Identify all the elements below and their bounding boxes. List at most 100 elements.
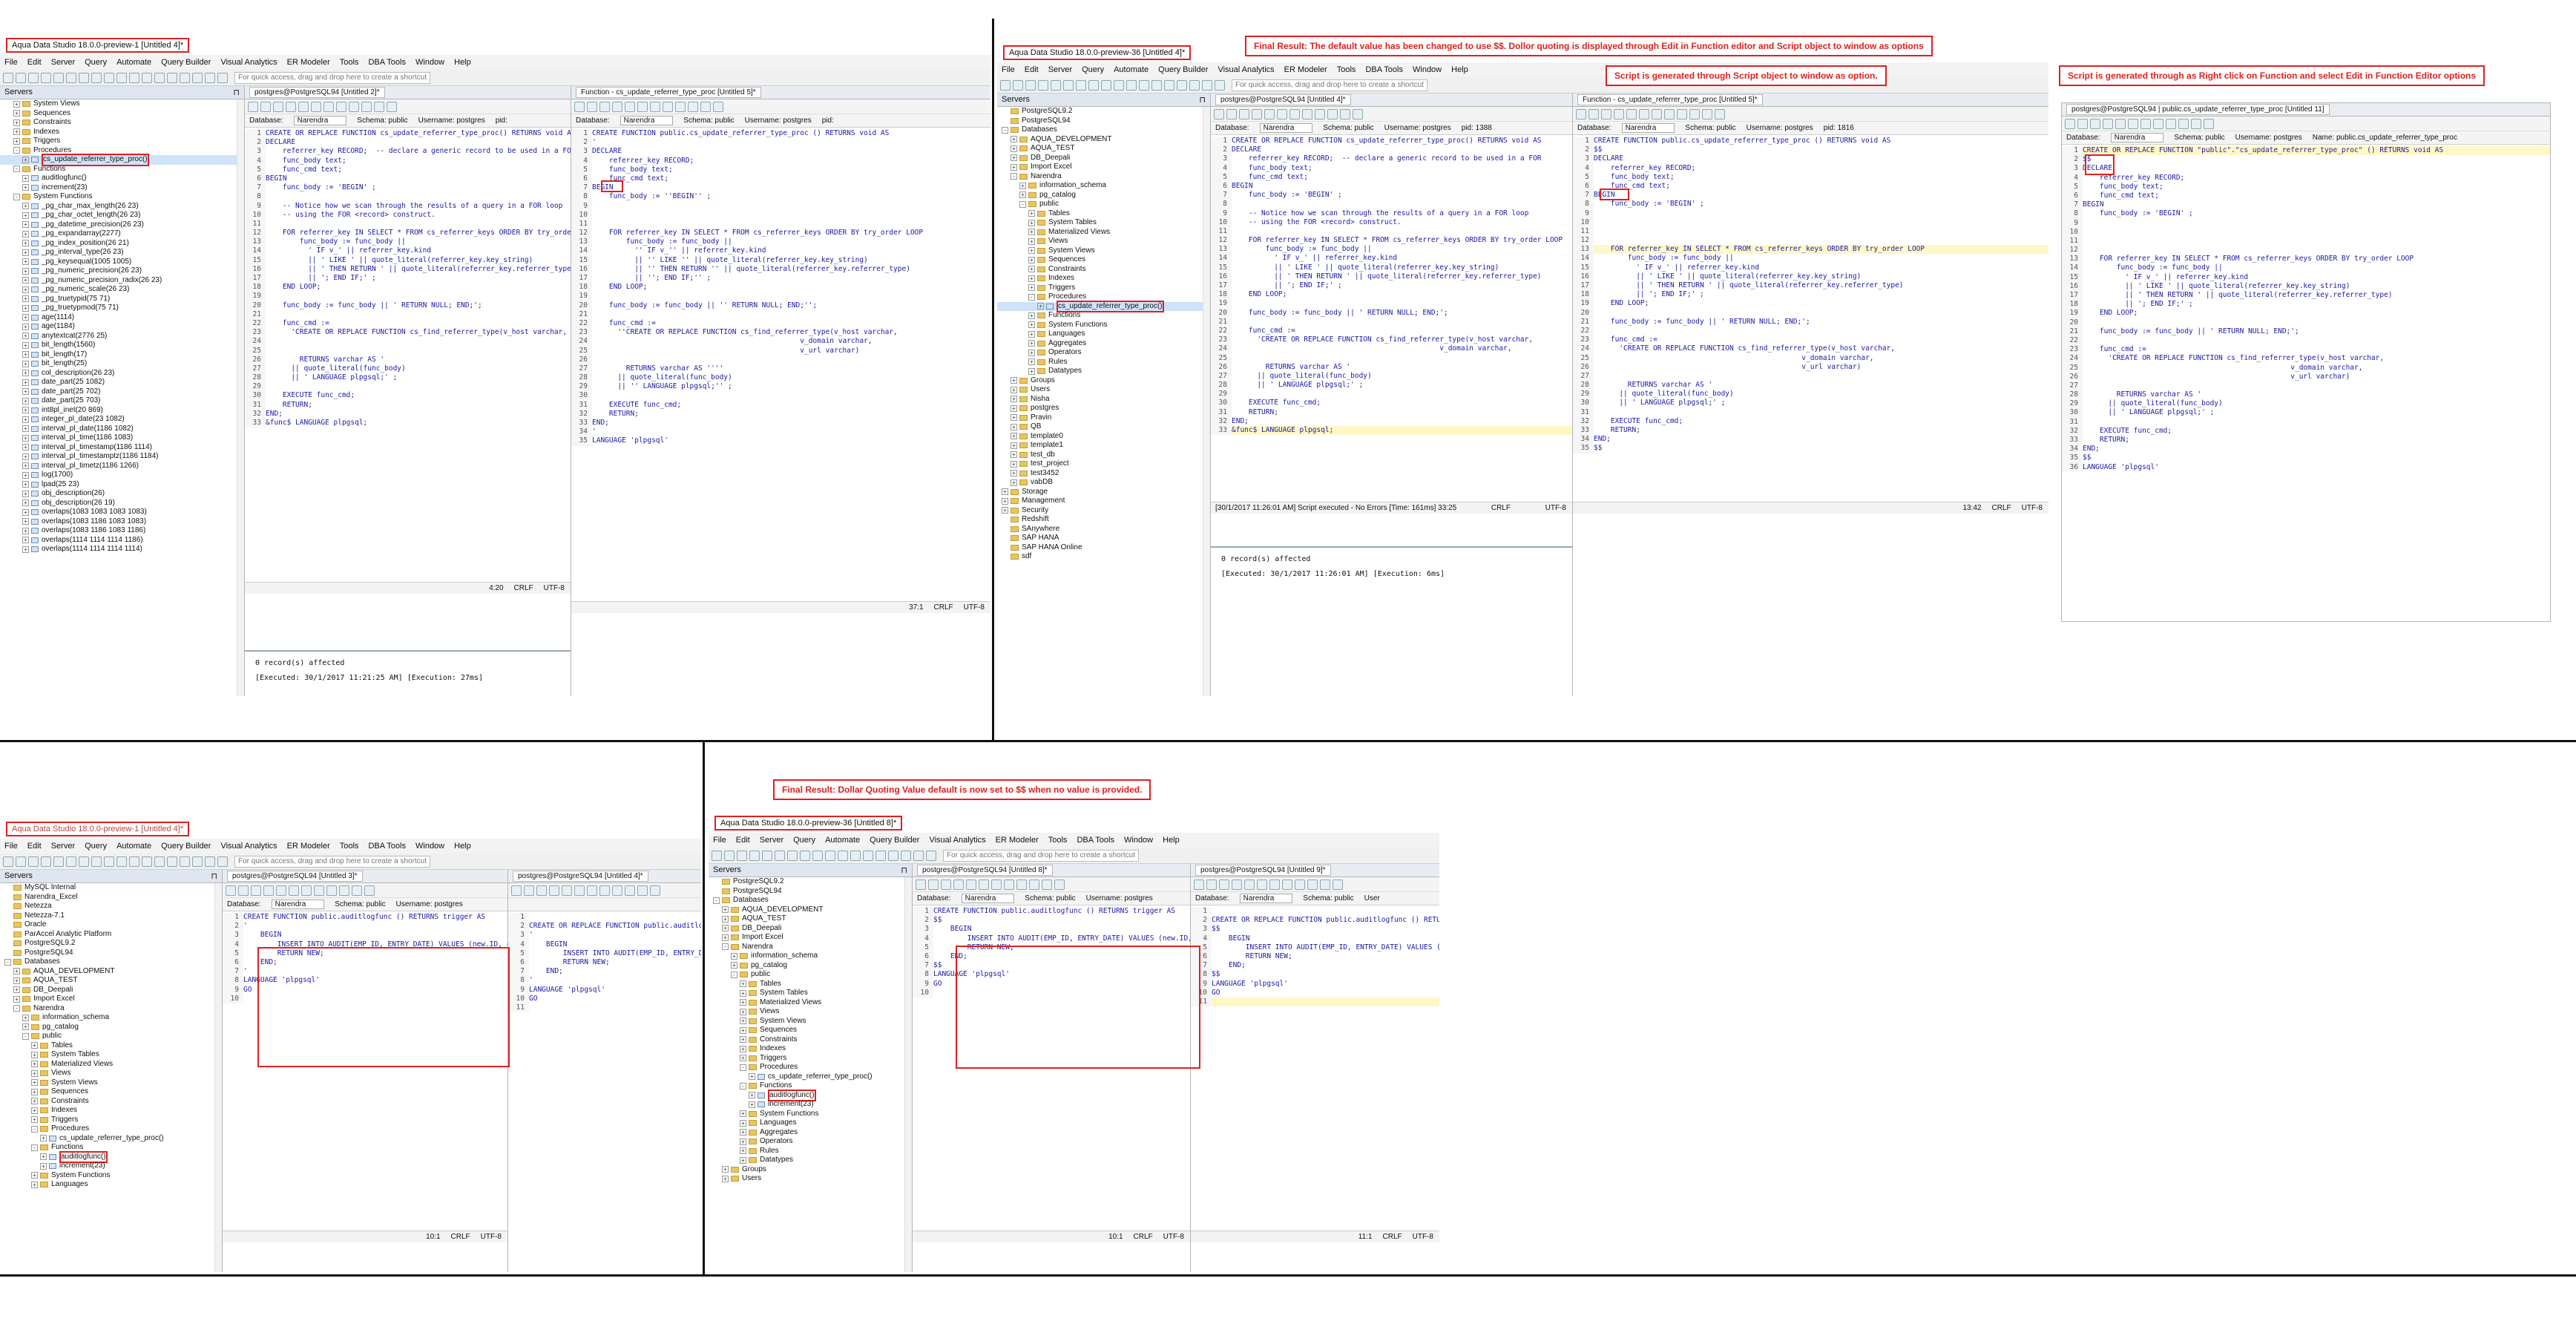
code-line[interactable]: 7 func_body := 'BEGIN' ; [245, 183, 571, 193]
code-line[interactable]: 8 [245, 192, 571, 202]
expand-toggle-icon[interactable]: - [1019, 200, 1026, 208]
tree-node[interactable]: +Operators [709, 1137, 912, 1147]
editor-toolbar-icon[interactable] [1042, 879, 1052, 890]
expand-toggle-icon[interactable]: + [1011, 470, 1017, 477]
editor-toolbar-icon[interactable] [1264, 108, 1275, 119]
editor-query-untitled-9[interactable]: postgres@PostgreSQL94 [Untitled 9]* Data… [1191, 864, 1439, 1272]
editor-toolbar-icon[interactable] [574, 885, 585, 896]
database-select[interactable]: Narendra [1239, 894, 1293, 903]
code-line[interactable]: 33&func$ LANGUAGE plpgsql; [1211, 426, 1572, 436]
editor-toolbar-icon[interactable] [1194, 879, 1204, 890]
editor-toolbar-icon[interactable] [1206, 879, 1217, 890]
expand-toggle-icon[interactable]: + [22, 332, 29, 340]
code-line[interactable]: 4 referrer_key RECORD; [1573, 163, 2048, 173]
editor-toolbar-icon[interactable] [1315, 108, 1325, 119]
expand-toggle-icon[interactable]: + [740, 1055, 746, 1062]
expand-toggle-icon[interactable]: + [1011, 433, 1017, 440]
code-line[interactable]: 14 ' IF v_' || referrer_key.kind [1211, 254, 1572, 263]
expand-toggle-icon[interactable]: + [31, 1172, 38, 1179]
toolbar-icon[interactable] [28, 856, 39, 867]
code-line[interactable]: 4 func_body text; [1211, 163, 1572, 173]
toolbar-icon[interactable] [1000, 79, 1011, 91]
code-line[interactable]: 29 [245, 382, 571, 392]
editor-toolbar-icon[interactable] [273, 101, 283, 112]
code-line[interactable]: 15 || ' LIKE ' || quote_literal(referrer… [1211, 263, 1572, 272]
code-line[interactable]: 32 RETURN; [571, 409, 990, 419]
tree-node[interactable]: +Indexes [997, 274, 1210, 284]
expand-toggle-icon[interactable]: - [1011, 173, 1017, 180]
tree-node[interactable]: +pg_catalog [709, 961, 912, 971]
code-line[interactable]: 23 'CREATE OR REPLACE FUNCTION cs_find_r… [1211, 335, 1572, 345]
code-line[interactable]: 16 || ' THEN RETURN ' || quote_literal(r… [1211, 272, 1572, 281]
toolbar-icon[interactable] [205, 856, 215, 867]
expand-toggle-icon[interactable]: + [1028, 229, 1035, 236]
menu-er-modeler[interactable]: ER Modeler [286, 58, 330, 67]
tree-node[interactable]: PostgreSQL9.2 [0, 939, 222, 949]
code-line[interactable]: 11 [508, 1003, 701, 1013]
code-line[interactable]: 10 [1573, 217, 2048, 227]
editor-tab[interactable]: postgres@PostgreSQL94 | public.cs_update… [2062, 103, 2550, 117]
code-line[interactable]: 19 [571, 292, 990, 301]
menu-tools[interactable]: Tools [339, 842, 359, 851]
tree-node[interactable]: -public [0, 1032, 222, 1041]
tree-node[interactable]: +Groups [709, 1165, 912, 1175]
code-line[interactable]: 9 [2062, 218, 2550, 228]
expand-toggle-icon[interactable]: + [1019, 191, 1026, 199]
tree-node[interactable]: +overlaps(1083 1186 1083 1186) [0, 526, 244, 536]
menu-tools[interactable]: Tools [339, 58, 359, 67]
editor-toolbar-icon[interactable] [536, 885, 547, 896]
code-line[interactable]: 29 || '' LANGUAGE plpgsql;'' ; [571, 382, 990, 392]
toolbar-icon[interactable] [16, 856, 26, 867]
tree-node[interactable]: -Functions [0, 165, 244, 174]
expand-toggle-icon[interactable]: + [1011, 154, 1017, 162]
toolbar-icon[interactable] [1025, 79, 1036, 91]
editor-toolbar-icon[interactable] [953, 879, 964, 890]
tree-node[interactable]: +_pg_char_max_length(26 23) [0, 202, 244, 212]
tree-node[interactable]: +cs_update_referrer_type_proc() [997, 300, 1210, 312]
expand-toggle-icon[interactable]: + [1002, 497, 1008, 505]
menu-server[interactable]: Server [50, 58, 76, 67]
tree-node[interactable]: +Aggregates [709, 1128, 912, 1138]
menu-dba-tools[interactable]: DBA Tools [368, 842, 406, 851]
code-line[interactable]: 4 INSERT INTO AUDIT(EMP_ID, ENTRY_DATE) … [223, 940, 507, 949]
expand-toggle-icon[interactable]: + [740, 1036, 746, 1044]
toolbar-icon[interactable] [749, 850, 760, 861]
editor-tab[interactable]: postgres@PostgreSQL94 [Untitled 4]* [1211, 94, 1572, 107]
expand-toggle-icon[interactable]: + [740, 1026, 746, 1034]
expand-toggle-icon[interactable]: + [1019, 182, 1026, 189]
code-line[interactable]: 17 || ' THEN RETURN ' || quote_literal(r… [1573, 281, 2048, 291]
tree-node[interactable]: +age(1184) [0, 322, 244, 332]
tree-node[interactable]: +_pg_truetypid(75 71) [0, 295, 244, 304]
tree-node[interactable]: +Languages [709, 1118, 912, 1128]
code-line[interactable]: 31 [1573, 407, 2048, 417]
editor-toolbar-icon[interactable] [979, 879, 989, 890]
code-line[interactable]: 10 [2062, 227, 2550, 237]
toolbar-icon[interactable] [16, 72, 26, 83]
menu-query-builder[interactable]: Query Builder [870, 836, 920, 845]
tree-node[interactable]: -Procedures [0, 146, 244, 156]
tree-node[interactable]: +_pg_numeric_scale(26 23) [0, 285, 244, 295]
editor-toolbar-icon[interactable] [263, 885, 274, 896]
editor-toolbar-icon[interactable] [637, 885, 648, 896]
tree-node[interactable]: +Constraints [0, 1097, 222, 1107]
expand-toggle-icon[interactable]: + [722, 925, 729, 932]
tree-node[interactable]: +AQUA_TEST [0, 976, 222, 986]
toolbar-icon[interactable] [1164, 79, 1174, 91]
toolbar-icon[interactable] [712, 850, 722, 861]
expand-toggle-icon[interactable]: - [740, 1082, 746, 1090]
expand-toggle-icon[interactable]: - [4, 958, 11, 966]
editor-toolbar-icon[interactable] [1282, 879, 1292, 890]
tree-node[interactable]: +test_project [997, 459, 1210, 469]
code-line[interactable]: 29 [1211, 390, 1572, 399]
tree-node[interactable]: +bit_length(17) [0, 350, 244, 360]
editor-toolbar-icon[interactable] [238, 885, 249, 896]
expand-toggle-icon[interactable]: + [40, 1162, 47, 1170]
tree-node[interactable]: +vabDB [997, 478, 1210, 488]
tree-node[interactable]: +information_schema [997, 181, 1210, 191]
tree-node[interactable]: +template0 [997, 432, 1210, 442]
toolbar-icon[interactable] [863, 850, 873, 861]
editor-toolbar-icon[interactable] [612, 101, 622, 112]
code-line[interactable]: 26 [571, 355, 990, 364]
tree-scrollbar[interactable] [904, 877, 912, 1272]
code-line[interactable]: 15 ' IF v_' || referrer_key.kind [1573, 263, 2048, 272]
